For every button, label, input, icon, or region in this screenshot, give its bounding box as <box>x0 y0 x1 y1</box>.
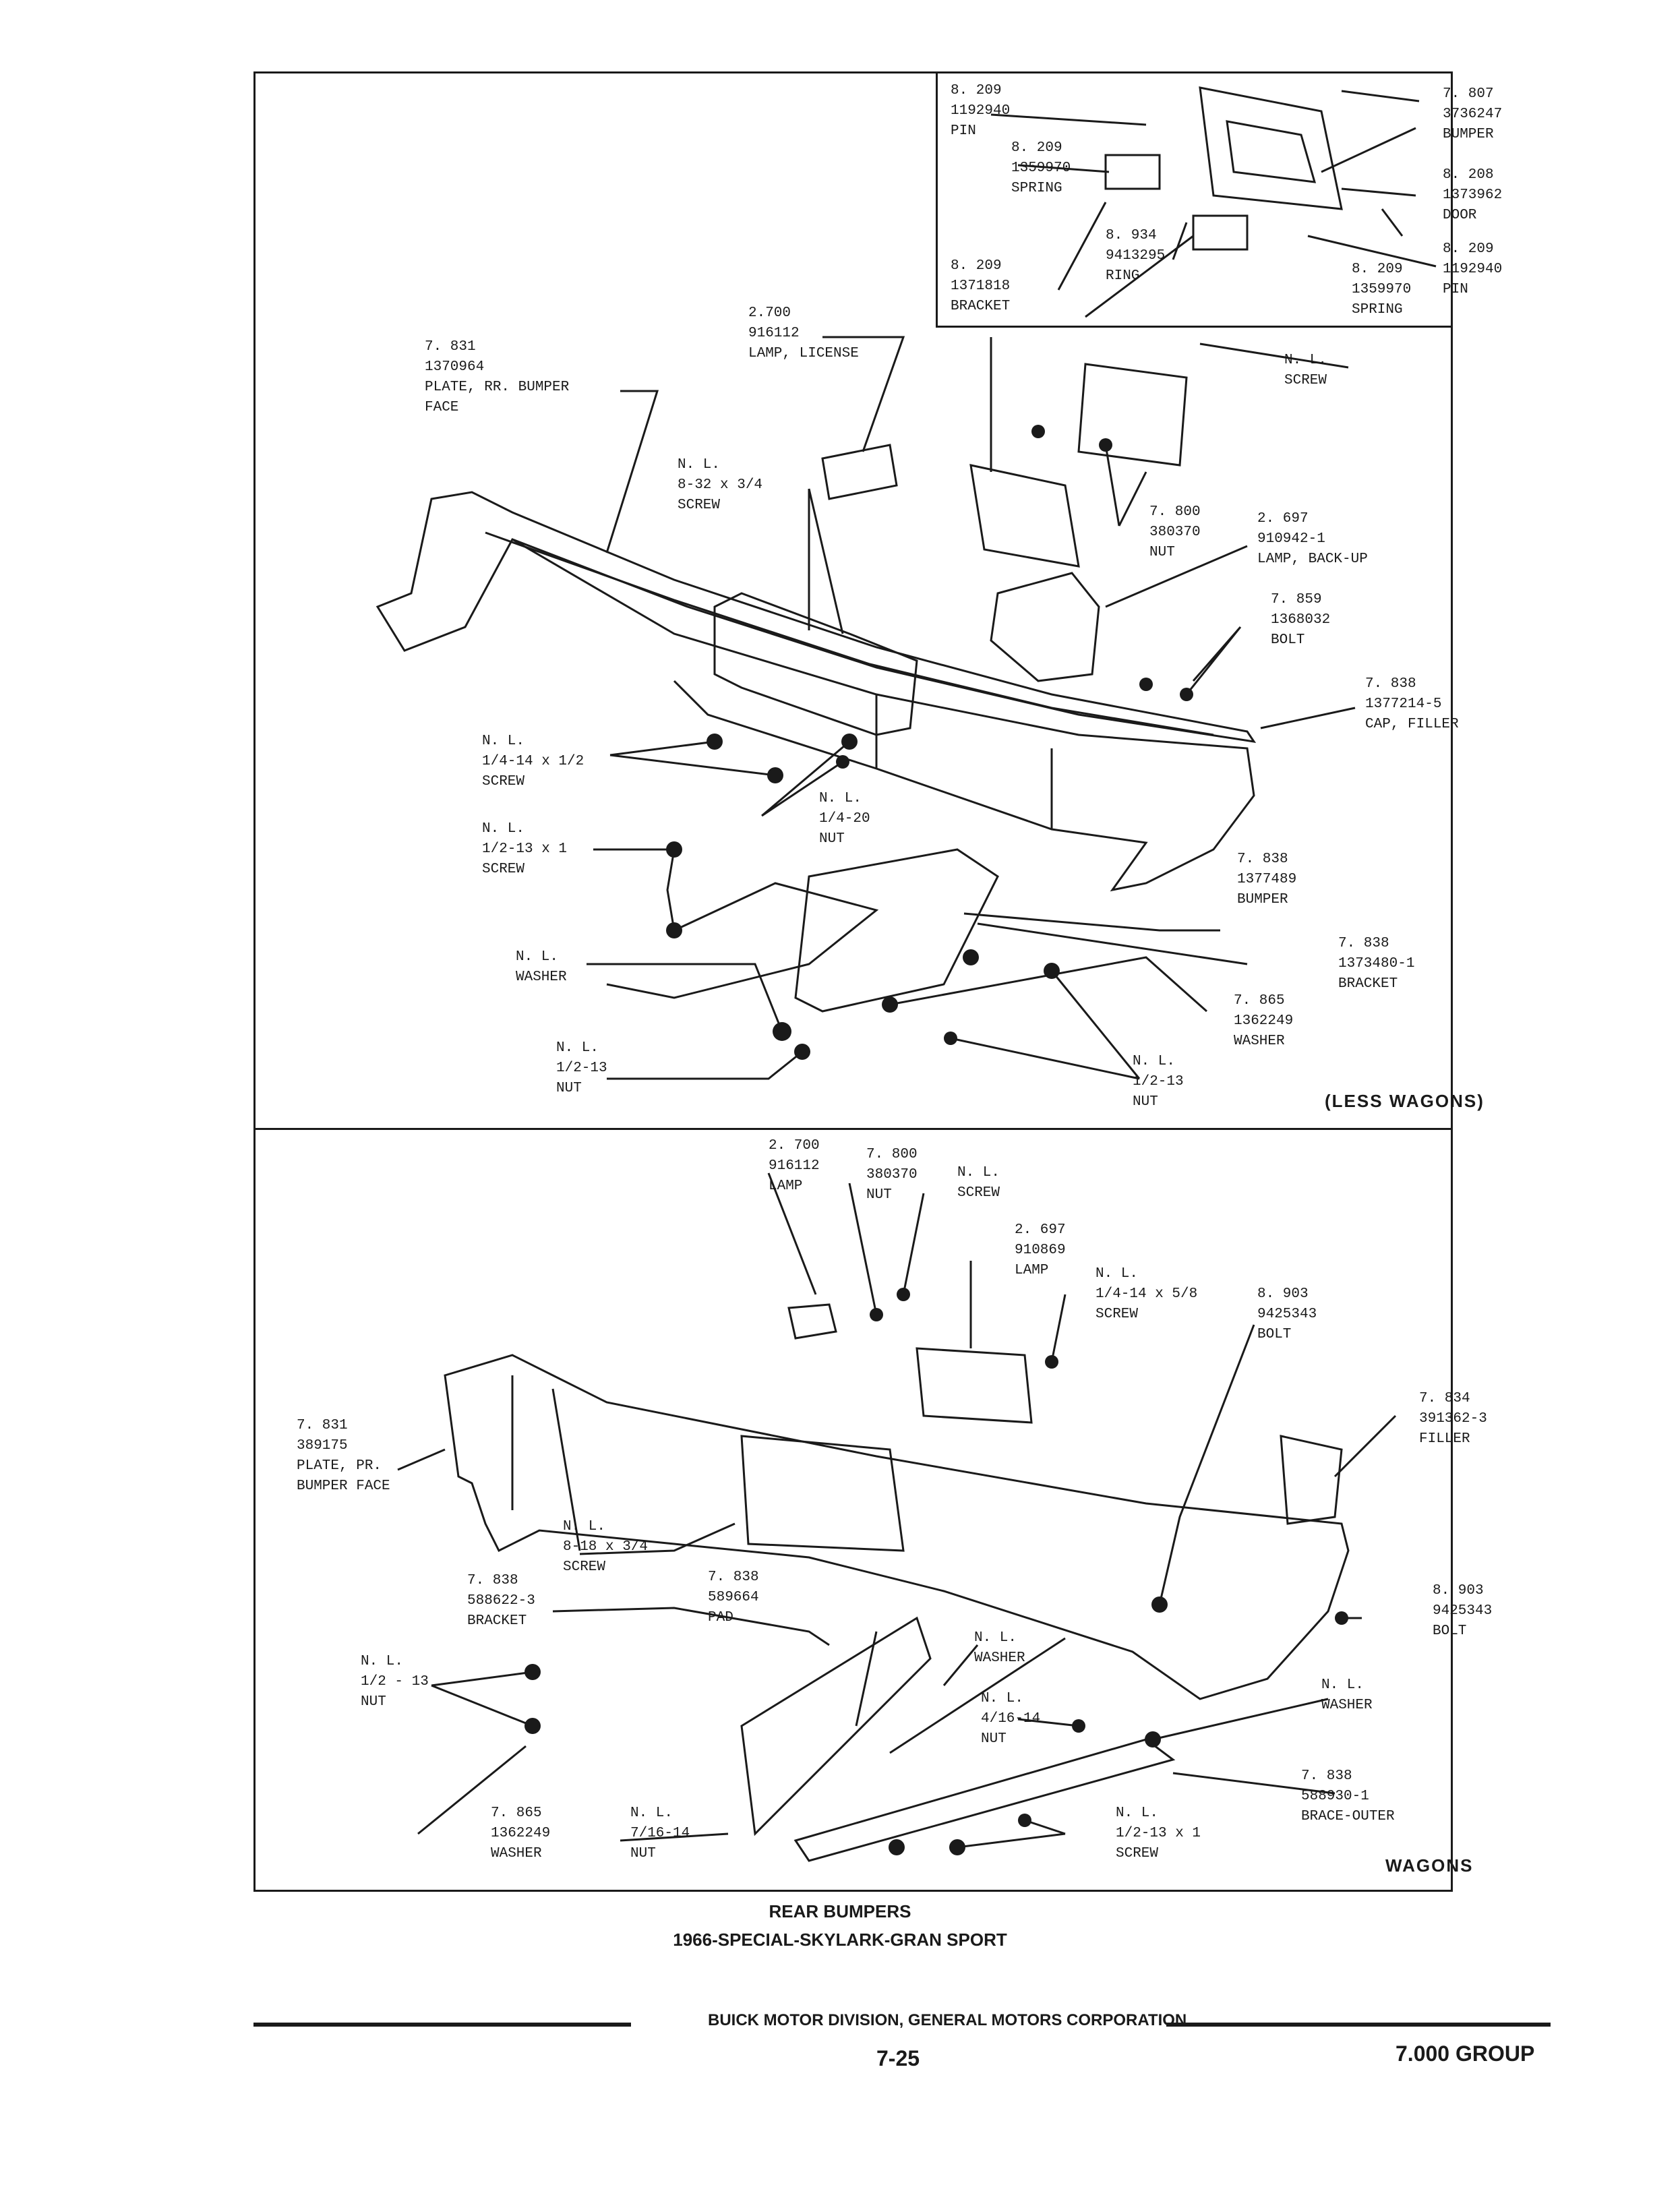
footer-page-number: 7-25 <box>876 2046 920 2070</box>
inset-door <box>1199 86 1343 210</box>
wagon-brace <box>793 1738 1176 1862</box>
figure-caption-title: REAR BUMPERS <box>769 1901 911 1921</box>
license-lamp <box>821 444 898 500</box>
wagon-bracket <box>740 1616 932 1836</box>
figure-caption-subtitle: 1966-SPECIAL-SKYLARK-GRAN SPORT <box>673 1930 1007 1950</box>
license-recess <box>713 592 918 736</box>
label-screw-nl-top: N. L.SCREW <box>1284 353 1327 388</box>
footer-division: BUICK MOTOR DIVISION, GENERAL MOTORS COR… <box>708 2011 1187 2029</box>
license-plate <box>1077 363 1188 467</box>
bumper-lower <box>512 538 1255 892</box>
license-bracket <box>969 464 1080 568</box>
variant-tag-wagons: WAGONS <box>1385 1855 1474 1876</box>
bumper-face-plate <box>376 491 1257 744</box>
variant-tag-less-wagons: (LESS WAGONS) <box>1325 1091 1484 1111</box>
backup-lamp <box>990 572 1100 682</box>
wagon-license-lamp <box>787 1303 837 1340</box>
label-washer-nl-wagon-right: N. L.WASHER <box>1321 1677 1373 1713</box>
wagon-face-plate <box>444 1354 1350 1700</box>
bottom-panel-frame <box>253 1128 1453 1892</box>
inset-bracket-left <box>1104 154 1161 190</box>
wagon-filler <box>1280 1435 1343 1525</box>
inset-door-window <box>1226 120 1317 183</box>
frame-rail <box>606 882 879 999</box>
wagon-face-inner <box>511 1375 581 1551</box>
wagon-lamp <box>916 1347 1033 1424</box>
bumper-lower-inner <box>875 694 1053 829</box>
footer-rule-left <box>253 2023 631 2027</box>
footer-rule-right <box>1166 2023 1551 2027</box>
label-washer-nl-wagon-center: N. L.WASHER <box>974 1630 1025 1666</box>
footer-group: 7.000 GROUP <box>1396 2041 1535 2066</box>
inset-frame <box>936 71 1453 328</box>
inset-bracket-right <box>1192 214 1249 251</box>
label-screw-nl-wagon-top: N. L.SCREW <box>957 1165 1000 1201</box>
bumper-face-inner <box>485 531 1214 736</box>
label-washer-nl-top: N. L.WASHER <box>516 949 567 985</box>
wagon-recess <box>740 1435 905 1552</box>
bumper-bracket <box>794 848 999 1013</box>
